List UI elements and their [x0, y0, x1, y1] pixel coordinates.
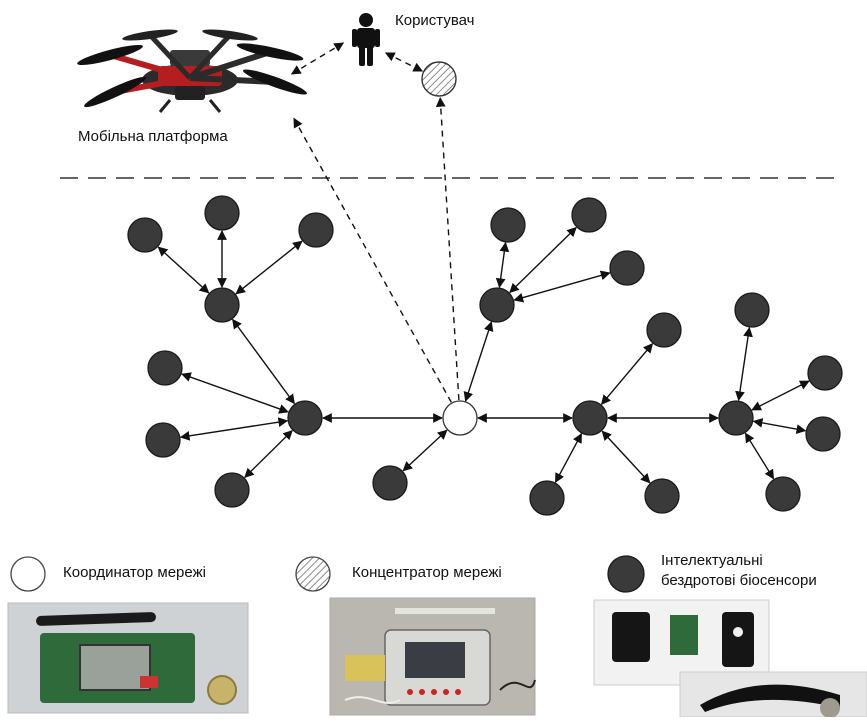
sensor-node-icon [479, 287, 515, 323]
sensor-node-icon [609, 250, 645, 286]
coordinator-node-icon [442, 400, 478, 436]
legend-hub-icon [295, 556, 331, 592]
link-b-b3 [235, 240, 303, 295]
sensor-node-icon [204, 287, 240, 323]
person-icon [352, 13, 380, 66]
legend-sensor-label-line1: Інтелектуальні [661, 552, 763, 569]
sensor-node-icon [807, 355, 843, 391]
sensor-node-icon [734, 292, 770, 328]
link-d-d1 [495, 241, 510, 289]
sensor-node-icon [372, 465, 408, 501]
network-nodes [127, 195, 843, 516]
sensor-node-icon [572, 400, 608, 436]
sensor-node-icon [529, 480, 565, 516]
sensor-node-icon [147, 350, 183, 386]
drone-icon [77, 29, 307, 113]
legend-sensor-label-line2: бездротові біосенсори [661, 572, 817, 589]
link-coordinator-hub [435, 96, 460, 401]
sensor-node-icon [298, 212, 334, 248]
sensor-node-icon [214, 472, 250, 508]
link-f-f1 [735, 326, 753, 402]
link-e-e1 [600, 343, 654, 405]
sensor-node-icon [571, 197, 607, 233]
hub-node-icon [421, 61, 457, 97]
link-c-a4 [402, 429, 448, 472]
legend-coordinator-icon [10, 556, 46, 592]
link-user-hub [384, 52, 424, 72]
network-links [157, 42, 810, 484]
legend-sensor-icon [607, 555, 645, 593]
link-b-b1 [157, 246, 210, 294]
link-e-e2 [554, 432, 583, 484]
biosensor-device-photo [593, 599, 867, 718]
link-a-a1 [181, 372, 289, 414]
link-coordinator-drone [293, 117, 452, 403]
link-f-f4 [744, 432, 775, 480]
link-d-d3 [513, 270, 611, 303]
sensor-node-icon [718, 400, 754, 436]
sensor-node-icon [287, 400, 323, 436]
link-f-f2 [751, 380, 810, 411]
user-label: Користувач [395, 12, 475, 29]
link-c-d [463, 321, 494, 402]
sensor-node-icon [765, 476, 801, 512]
sensor-node-icon [145, 422, 181, 458]
link-f-f3 [752, 418, 807, 434]
sensor-node-icon [127, 217, 163, 253]
legend-coordinator-label: Координатор мережі [63, 564, 206, 581]
link-a-a2 [179, 417, 289, 441]
sensor-node-icon [805, 416, 841, 452]
link-a-b [232, 318, 295, 405]
link-a-a3 [244, 429, 293, 479]
sensor-node-icon [204, 195, 240, 231]
sensor-node-icon [644, 478, 680, 514]
sensor-node-icon [646, 312, 682, 348]
coordinator-device-photo [7, 602, 249, 714]
mobile-platform-label: Мобільна платформа [78, 128, 228, 145]
link-e-e3 [601, 430, 651, 484]
hub-device-photo [329, 597, 536, 716]
legend-hub-label: Концентратор мережі [352, 564, 502, 581]
sensor-node-icon [490, 207, 526, 243]
